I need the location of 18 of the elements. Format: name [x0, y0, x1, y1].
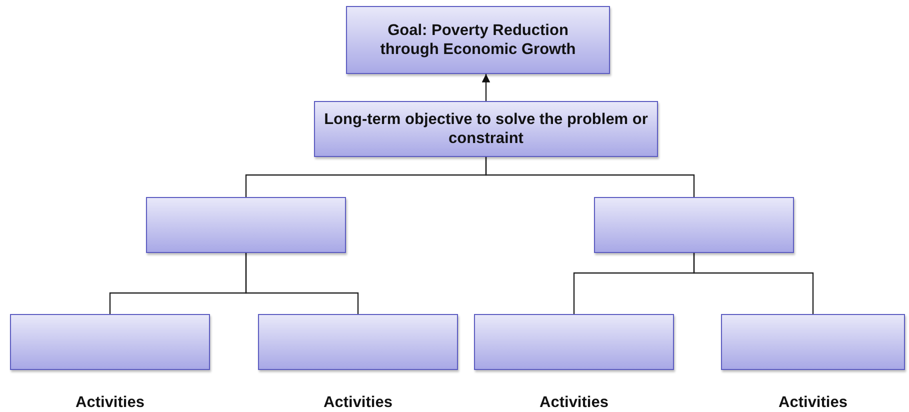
empty-box [721, 314, 905, 370]
connector-line [245, 253, 359, 314]
box-caption: Activities [74, 394, 146, 412]
empty-box [594, 197, 794, 253]
text-box [314, 101, 658, 157]
text-box [346, 6, 610, 74]
box-text: Goal: Poverty Reduction through Economic Growth [379, 21, 577, 59]
box-caption: Activities [538, 394, 610, 412]
empty-box [258, 314, 458, 370]
connector-line [693, 253, 814, 314]
empty-box [146, 197, 346, 253]
box-caption: Activities [322, 394, 394, 412]
connector-line [485, 157, 695, 197]
empty-box [474, 314, 674, 370]
box-caption: Activities [778, 394, 848, 412]
arrow [482, 74, 490, 101]
empty-box [10, 314, 210, 370]
box-text: Long-term objective to solve the problem or constraint [323, 110, 649, 148]
